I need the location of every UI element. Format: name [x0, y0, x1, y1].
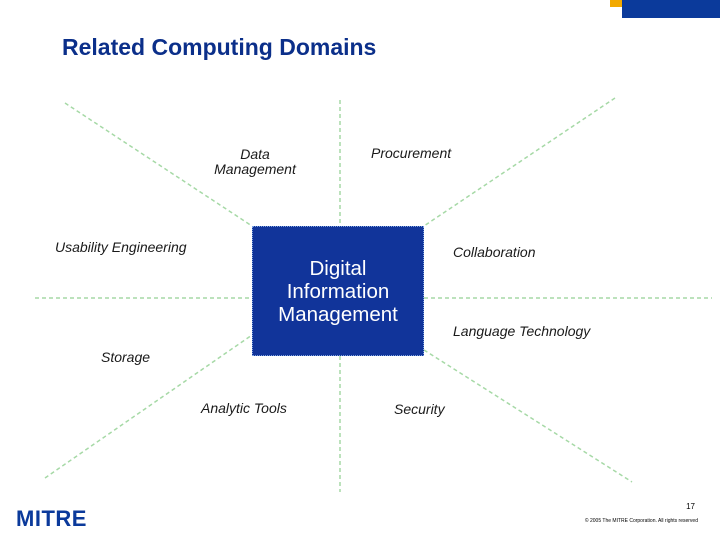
- spoke-line-top-left: [64, 102, 253, 227]
- domain-security: Security: [394, 401, 445, 417]
- center-domain-box: Digital Information Management: [252, 226, 424, 356]
- center-label-line-2: Information: [286, 279, 390, 303]
- domain-language-technology: Language Technology: [453, 323, 591, 339]
- domain-procurement: Procurement: [371, 145, 452, 161]
- center-label-line-3: Management: [278, 302, 398, 326]
- spoke-line-bottom-right: [423, 349, 633, 483]
- domain-data-management: Data Management: [205, 147, 305, 177]
- domain-usability-engineering: Usability Engineering: [55, 239, 187, 255]
- domain-data-management-line-2: Management: [214, 161, 296, 177]
- domain-analytic-tools: Analytic Tools: [201, 400, 287, 416]
- corner-accent-orange: [610, 0, 622, 7]
- domain-data-management-line-1: Data: [240, 146, 270, 162]
- slide-number: 17: [686, 502, 695, 511]
- slide-title: Related Computing Domains: [62, 34, 377, 60]
- domain-storage: Storage: [101, 349, 151, 365]
- spoke-line-top-right: [423, 97, 616, 227]
- mitre-logo: MITRE: [16, 506, 87, 531]
- center-label-line-1: Digital: [309, 256, 367, 280]
- corner-accent-blue: [622, 0, 720, 18]
- domain-collaboration: Collaboration: [453, 244, 536, 260]
- copyright-notice: © 2005 The MITRE Corporation. All rights…: [584, 518, 698, 524]
